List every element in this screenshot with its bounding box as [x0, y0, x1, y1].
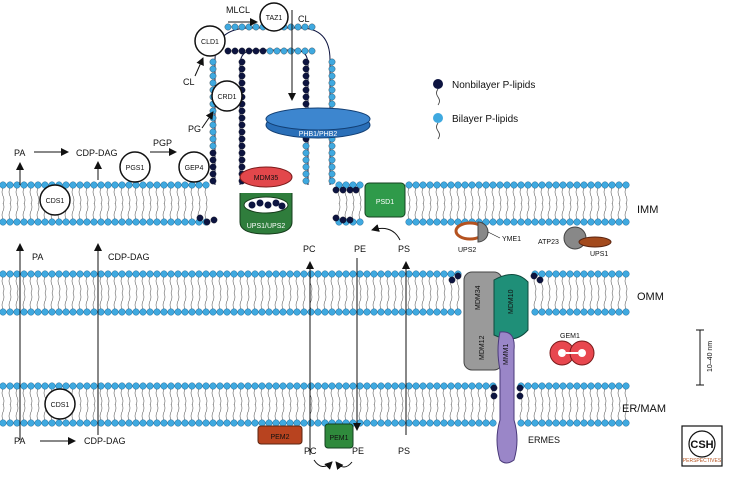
svg-text:UPS1/UPS2: UPS1/UPS2: [247, 223, 286, 230]
mdm35-protein: MDM35: [239, 166, 293, 188]
phb1-phb2-complex: PHB1/PHB2: [265, 107, 371, 139]
svg-text:PERSPECTIVES: PERSPECTIVES: [683, 458, 722, 464]
gem1-protein: GEM1: [549, 333, 595, 366]
ps-er-label: PS: [398, 446, 410, 456]
cl-left-label: CL: [183, 77, 195, 87]
ups2-yme1: UPS2 YME1: [454, 221, 521, 254]
psd1-protein: PSD1: [364, 182, 406, 218]
cdpdag-er-label: CDP-DAG: [84, 436, 126, 446]
legend-nonbilayer: Nonbilayer P-lipids: [452, 80, 535, 91]
svg-text:TAZ1: TAZ1: [266, 15, 283, 22]
imm-bilayer: [0, 181, 630, 226]
er-bilayer: [0, 382, 630, 427]
enzyme-cds1-er: CDS1: [44, 388, 76, 420]
enzyme-cld1: CLD1: [194, 25, 226, 57]
legend: Nonbilayer P-lipids Bilayer P-lipids: [433, 79, 535, 140]
enzyme-crd1: CRD1: [211, 80, 243, 112]
csh-perspectives-logo: CSH PERSPECTIVES: [681, 425, 723, 467]
svg-text:CLD1: CLD1: [201, 39, 219, 46]
nonbilayer-legend-icon: [433, 79, 443, 89]
pg-label: PG: [188, 124, 201, 134]
er-label: ER/MAM: [622, 403, 666, 415]
svg-text:UPS1: UPS1: [590, 251, 608, 258]
pa-imm-label: PA: [14, 148, 25, 158]
svg-text:CDS1: CDS1: [51, 402, 70, 409]
pem2-protein: PEM2: [257, 425, 303, 445]
svg-text:GEP4: GEP4: [185, 165, 204, 172]
pe-er-label: PE: [352, 446, 364, 456]
enzyme-pgs1: PGS1: [119, 151, 151, 183]
svg-text:PSD1: PSD1: [376, 199, 394, 206]
pc-er-label: PC: [304, 446, 317, 456]
enzyme-cds1-imm: CDS1: [39, 184, 71, 216]
ermes-label: ERMES: [528, 435, 560, 445]
svg-text:PHB1/PHB2: PHB1/PHB2: [299, 131, 338, 138]
svg-text:PEM1: PEM1: [329, 435, 348, 442]
svg-text:GEM1: GEM1: [560, 333, 580, 340]
svg-text:CDS1: CDS1: [46, 198, 65, 205]
svg-text:MDM10: MDM10: [508, 289, 515, 314]
ermes-complex: MDM34 MDM12 MDM10 MMM1 ERMES: [463, 271, 560, 464]
atp23-ups1: ATP23 UPS1: [538, 226, 612, 258]
pc-ims-label: PC: [303, 244, 316, 254]
enzyme-taz1: TAZ1: [259, 2, 289, 32]
ps-ims-label: PS: [398, 244, 410, 254]
svg-text:YME1: YME1: [502, 236, 521, 243]
cdpdag-ims-label: CDP-DAG: [108, 252, 150, 262]
svg-text:CSH: CSH: [690, 439, 713, 451]
scale-bar: 10–40 nm: [696, 329, 714, 386]
svg-text:MDM12: MDM12: [479, 335, 486, 360]
pgp-label: PGP: [153, 138, 172, 148]
scale-label: 10–40 nm: [707, 341, 714, 372]
svg-text:MDM34: MDM34: [475, 285, 482, 310]
enzyme-gep4: GEP4: [178, 151, 210, 183]
imm-label: IMM: [637, 204, 658, 216]
bilayer-legend-icon: [433, 113, 443, 123]
svg-text:PGS1: PGS1: [126, 165, 145, 172]
pe-ims-label: PE: [354, 244, 366, 254]
svg-text:UPS2: UPS2: [458, 247, 476, 254]
svg-text:CRD1: CRD1: [217, 94, 236, 101]
cdpdag-imm-label: CDP-DAG: [76, 148, 118, 158]
ups1-ups2-complex: UPS1/UPS2: [239, 193, 293, 235]
svg-text:MMM1: MMM1: [503, 344, 510, 365]
pem1-protein: PEM1: [324, 423, 354, 449]
omm-label: OMM: [637, 291, 664, 303]
pa-er-label: PA: [14, 436, 25, 446]
membranes-layer: [0, 181, 630, 427]
svg-text:PEM2: PEM2: [270, 434, 289, 441]
pa-ims-label: PA: [32, 252, 43, 262]
svg-text:MDM35: MDM35: [254, 175, 279, 182]
legend-bilayer: Bilayer P-lipids: [452, 114, 518, 125]
omm-bilayer: [0, 270, 630, 316]
svg-text:ATP23: ATP23: [538, 239, 559, 246]
mlcl-label: MLCL: [226, 5, 250, 15]
cl-top-label: CL: [298, 14, 310, 24]
